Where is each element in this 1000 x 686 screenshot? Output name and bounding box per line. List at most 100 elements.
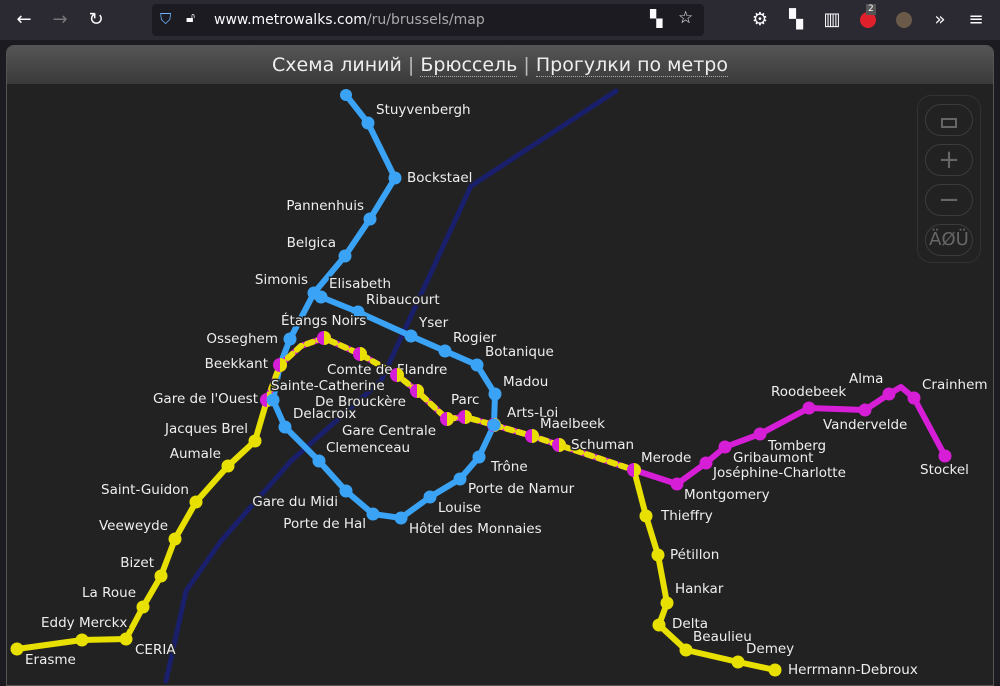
- station-label[interactable]: Aumale: [168, 445, 222, 464]
- station-label[interactable]: Delacroix: [292, 405, 358, 424]
- fit-view-button[interactable]: [925, 104, 973, 136]
- station-label[interactable]: Thieffry: [659, 507, 715, 526]
- station-label[interactable]: Yser: [417, 314, 451, 333]
- station-label[interactable]: Porte de Namur: [467, 480, 577, 499]
- station-label[interactable]: Gare Centrale: [341, 422, 438, 441]
- lock-insecure-icon[interactable]: 🔓︎: [186, 10, 196, 26]
- address-bar[interactable]: ⛉ 🔓︎ www.metrowalks.com/ru/brussels/map …: [152, 4, 704, 36]
- station-label[interactable]: Stuyvenbergh: [375, 101, 473, 120]
- station-label[interactable]: De Brouckère: [314, 393, 408, 412]
- station-label[interactable]: Schuman: [570, 436, 636, 455]
- station-label[interactable]: Eddy Merckx: [40, 614, 129, 633]
- station-label[interactable]: Bizet: [119, 554, 156, 573]
- station-dot: [339, 484, 353, 498]
- station-label[interactable]: Stockel: [919, 461, 971, 480]
- station-label[interactable]: Delta: [671, 615, 710, 634]
- metro-line-6: [311, 92, 398, 296]
- station-dot-half: [465, 410, 472, 424]
- station-label[interactable]: La Roue: [81, 584, 138, 603]
- walks-link[interactable]: Прогулки по метро: [535, 54, 728, 77]
- station-label[interactable]: Merode: [640, 449, 693, 468]
- station-label[interactable]: CERIA: [134, 641, 178, 660]
- station-label[interactable]: Hôtel des Monnaies: [408, 520, 544, 539]
- shield-icon[interactable]: ⛉: [160, 10, 172, 28]
- station-label[interactable]: Veeweyde: [97, 517, 169, 536]
- zoom-in-button[interactable]: +: [925, 144, 973, 176]
- station-label[interactable]: Parc: [450, 391, 481, 410]
- page-title: Схема линий: [272, 54, 402, 76]
- forward-button[interactable]: →: [52, 9, 68, 30]
- station-dot: [312, 454, 326, 468]
- extensions-icon[interactable]: ▚: [789, 9, 803, 30]
- station-label[interactable]: Clemenceau: [325, 439, 412, 458]
- station-dot: [938, 449, 952, 463]
- adblock-icon[interactable]: 2: [856, 4, 880, 32]
- station-label[interactable]: Montgomery: [683, 486, 772, 505]
- overflow-button[interactable]: »: [934, 9, 946, 30]
- station-label[interactable]: Étangs Noirs: [280, 311, 368, 331]
- station-label[interactable]: Jacques Brel: [162, 420, 249, 439]
- gear-icon[interactable]: ⚙: [751, 9, 769, 30]
- station-label[interactable]: Gribaumont: [732, 449, 815, 468]
- station-label[interactable]: Erasme: [24, 651, 78, 670]
- station-label[interactable]: Sainte-Catherine: [270, 377, 387, 396]
- station-label[interactable]: Maelbeek: [539, 415, 607, 434]
- station-dot: [679, 643, 693, 657]
- station-dot: [351, 305, 365, 319]
- station-label[interactable]: Pétillon: [669, 546, 721, 565]
- station-label[interactable]: Beaulieu: [692, 628, 754, 647]
- station-label[interactable]: Botanique: [484, 343, 556, 362]
- station-dot: [639, 509, 653, 523]
- station-label[interactable]: Vandervelde: [822, 416, 909, 435]
- station-label[interactable]: Comte de Flandre: [326, 361, 449, 380]
- station-label[interactable]: Ribaucourt: [365, 291, 442, 310]
- station-label[interactable]: Louise: [437, 499, 483, 518]
- station-label[interactable]: Gare de l'Ouest: [151, 390, 259, 409]
- station-label[interactable]: Tomberg: [766, 437, 828, 456]
- station-label[interactable]: Roodebeek: [770, 383, 848, 402]
- station-dot: [266, 393, 280, 407]
- menu-button[interactable]: ≡: [968, 9, 984, 30]
- qr-icon[interactable]: ▚: [650, 9, 663, 28]
- station-label[interactable]: Pannenhuis: [285, 197, 366, 216]
- separator: |: [407, 54, 415, 76]
- station-label[interactable]: Joséphine-Charlotte: [711, 464, 848, 483]
- station-label[interactable]: Crainhem: [921, 376, 990, 395]
- sidebar-icon[interactable]: ▥: [823, 9, 841, 30]
- station-dot: [858, 403, 872, 417]
- station-dot: [882, 387, 896, 401]
- station-label[interactable]: Hankar: [674, 580, 726, 599]
- station-dot: [388, 171, 402, 185]
- bookmark-star-icon[interactable]: ☆: [678, 8, 694, 28]
- back-button[interactable]: ←: [16, 9, 32, 30]
- avatar[interactable]: [892, 8, 916, 32]
- station-dot: [361, 116, 375, 130]
- city-link[interactable]: Брюссель: [420, 54, 518, 77]
- station-label[interactable]: Madou: [502, 373, 550, 392]
- reload-button[interactable]: ↻: [88, 9, 104, 30]
- station-label[interactable]: Osseghem: [205, 330, 280, 349]
- station-label[interactable]: Porte de Hal: [282, 515, 368, 534]
- station-label[interactable]: Gare du Midi: [251, 493, 340, 512]
- station-label[interactable]: Bockstael: [406, 169, 474, 188]
- station-label[interactable]: Saint-Guidon: [100, 481, 191, 500]
- language-button[interactable]: ÄØÜ: [925, 224, 973, 256]
- page-header: Схема линий | Брюссель | Прогулки по мет…: [7, 46, 993, 84]
- station-dot: [75, 633, 89, 647]
- map-controls: + − ÄØÜ: [917, 95, 981, 263]
- station-label[interactable]: Demey: [745, 640, 796, 659]
- fit-icon: [941, 118, 957, 128]
- station-label[interactable]: Rogier: [452, 329, 499, 348]
- station-label[interactable]: Belgica: [285, 234, 337, 253]
- station-label[interactable]: Beekkant: [203, 355, 269, 374]
- station-dot-half: [447, 412, 454, 426]
- station-label[interactable]: Alma: [848, 370, 885, 389]
- metro-map[interactable]: StuyvenberghBockstaelPannenhuisBelgicaSi…: [7, 84, 994, 686]
- station-dot-half: [280, 358, 287, 372]
- station-label[interactable]: Arts-Loi: [506, 404, 560, 423]
- station-label[interactable]: Simonis: [253, 271, 309, 290]
- station-label[interactable]: Herrmann-Debroux: [787, 661, 920, 680]
- station-label[interactable]: Trône: [489, 458, 530, 477]
- station-label[interactable]: Elisabeth: [328, 275, 393, 294]
- zoom-out-button[interactable]: −: [925, 184, 973, 216]
